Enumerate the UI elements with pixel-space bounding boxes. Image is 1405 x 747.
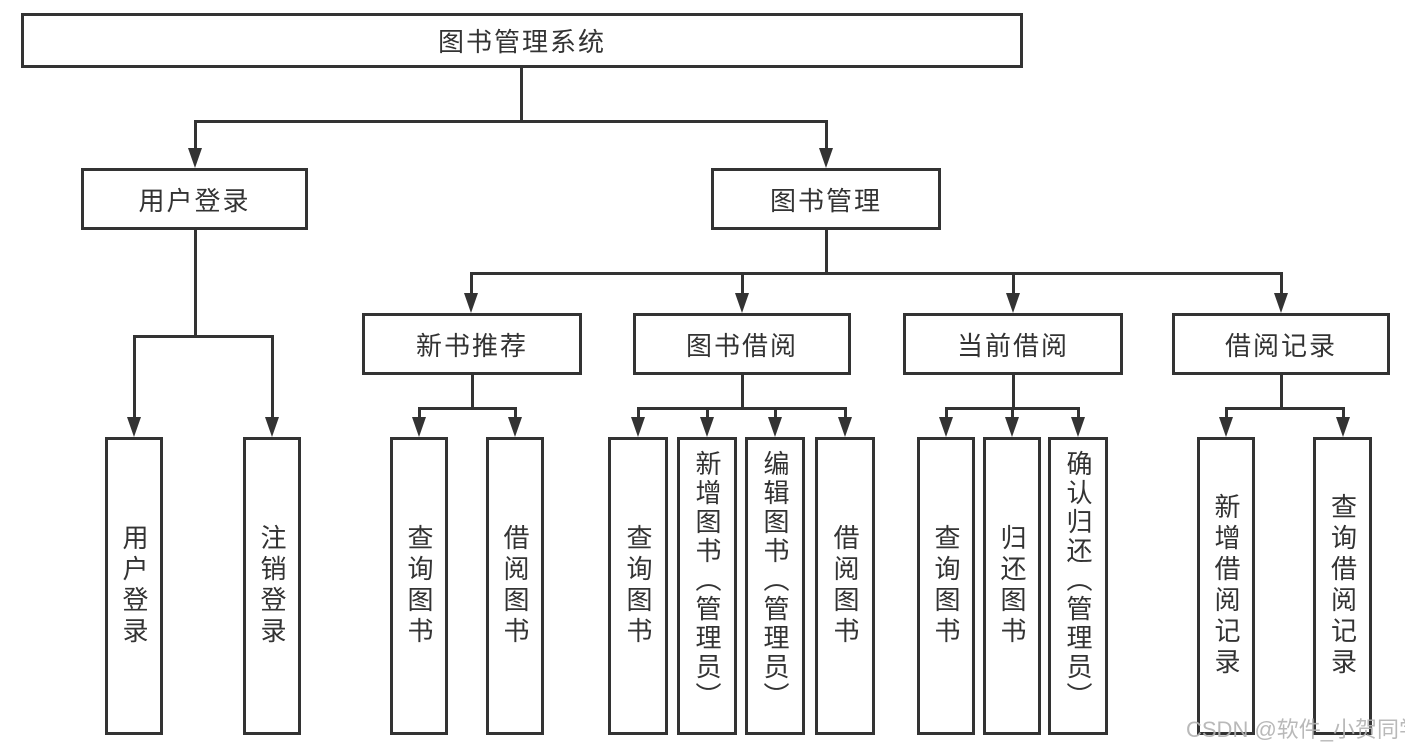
connector-current-borrow-drop-1 (945, 407, 948, 419)
connector-book-borrow-rail (637, 407, 847, 410)
leaf-newbook-query-books-label: 查询图书 (404, 524, 434, 648)
leaf-add-books-admin: 新增图书（管理员） (677, 437, 737, 735)
connector-borrow-records-drop-1 (1225, 407, 1228, 419)
node-user-login: 用户登录 (81, 168, 308, 230)
arrow-down-icon (1274, 293, 1288, 313)
connector-current-borrow-drop-3 (1077, 407, 1080, 419)
arrow-down-icon (768, 417, 782, 437)
node-current-borrow: 当前借阅 (903, 313, 1123, 375)
connector-current-borrow-drop-2 (1011, 407, 1014, 419)
leaf-borrow-query-books: 查询图书 (608, 437, 668, 735)
connector-root-stem (520, 68, 523, 120)
arrow-down-icon (819, 148, 833, 168)
connector-book-borrow-stem (741, 375, 744, 407)
leaf-borrow-borrow-books: 借阅图书 (815, 437, 875, 735)
leaf-query-borrow-record-label: 查询借阅记录 (1327, 493, 1358, 679)
arrow-down-icon (1071, 417, 1085, 437)
connector-root-rail (194, 120, 828, 123)
connector-borrow-records-rail (1225, 407, 1345, 410)
leaf-newbook-query-books: 查询图书 (390, 437, 448, 735)
arrow-down-icon (631, 417, 645, 437)
connector-book-mgmt-drop-1 (470, 272, 473, 295)
node-new-book-recommend: 新书推荐 (362, 313, 582, 375)
arrow-down-icon (412, 417, 426, 437)
connector-book-borrow-drop-3 (774, 407, 777, 419)
leaf-logout-label: 注销登录 (257, 524, 287, 648)
arrow-down-icon (1219, 417, 1233, 437)
arrow-down-icon (939, 417, 953, 437)
leaf-newbook-borrow-books: 借阅图书 (486, 437, 544, 735)
connector-user-login-drop-1 (133, 335, 136, 419)
node-book-management: 图书管理 (711, 168, 941, 230)
leaf-add-borrow-record-label: 新增借阅记录 (1211, 493, 1241, 679)
leaf-logout: 注销登录 (243, 437, 301, 735)
connector-book-mgmt-rail (470, 272, 1283, 275)
leaf-return-books: 归还图书 (983, 437, 1041, 735)
connector-root-left-drop (194, 120, 197, 150)
node-book-borrow-label: 图书借阅 (685, 330, 798, 361)
connector-book-mgmt-stem (825, 230, 828, 272)
leaf-user-login-label: 用户登录 (119, 524, 149, 648)
leaf-borrow-borrow-books-label: 借阅图书 (830, 524, 860, 648)
node-current-borrow-label: 当前借阅 (956, 330, 1069, 361)
leaf-return-books-label: 归还图书 (997, 524, 1027, 648)
connector-book-mgmt-drop-2 (741, 272, 744, 295)
node-borrow-records: 借阅记录 (1172, 313, 1390, 375)
connector-book-borrow-drop-1 (637, 407, 640, 419)
leaf-edit-books-admin-label: 编辑图书（管理员） (760, 450, 790, 711)
connector-root-right-drop (825, 120, 828, 150)
connector-new-book-drop-2 (514, 407, 517, 419)
connector-book-borrow-drop-4 (844, 407, 847, 419)
connector-book-mgmt-drop-4 (1280, 272, 1283, 295)
leaf-confirm-return-admin: 确认归还（管理员） (1048, 437, 1108, 735)
arrow-down-icon (127, 417, 141, 437)
leaf-borrow-query-books-label: 查询图书 (623, 524, 653, 648)
arrow-down-icon (1006, 293, 1020, 313)
leaf-current-query-books: 查询图书 (917, 437, 975, 735)
arrow-down-icon (188, 148, 202, 168)
node-borrow-records-label: 借阅记录 (1224, 330, 1337, 361)
connector-new-book-drop-1 (418, 407, 421, 419)
node-user-login-label: 用户登录 (138, 185, 251, 216)
leaf-confirm-return-admin-label: 确认归还（管理员） (1063, 450, 1093, 711)
connector-book-borrow-drop-2 (706, 407, 709, 419)
node-book-borrow: 图书借阅 (633, 313, 851, 375)
connector-book-mgmt-drop-3 (1012, 272, 1015, 295)
node-book-management-label: 图书管理 (769, 185, 882, 216)
leaf-user-login: 用户登录 (105, 437, 163, 735)
arrow-down-icon (464, 293, 478, 313)
arrow-down-icon (1005, 417, 1019, 437)
leaf-add-books-admin-label: 新增图书（管理员） (692, 450, 722, 711)
arrow-down-icon (838, 417, 852, 437)
connector-borrow-records-stem (1280, 375, 1283, 407)
arrow-down-icon (508, 417, 522, 437)
connector-borrow-records-drop-2 (1342, 407, 1345, 419)
node-library-system-label: 图书管理系统 (437, 27, 606, 57)
leaf-current-query-books-label: 查询图书 (931, 524, 961, 648)
connector-user-login-stem (194, 230, 197, 335)
arrow-down-icon (265, 417, 279, 437)
node-new-book-recommend-label: 新书推荐 (415, 330, 528, 361)
leaf-newbook-borrow-books-label: 借阅图书 (500, 524, 530, 648)
connector-current-borrow-stem (1012, 375, 1015, 407)
connector-new-book-stem (471, 375, 474, 407)
leaf-add-borrow-record: 新增借阅记录 (1197, 437, 1255, 735)
leaf-query-borrow-record: 查询借阅记录 (1313, 437, 1372, 735)
connector-user-login-drop-2 (271, 335, 274, 419)
arrow-down-icon (700, 417, 714, 437)
node-library-system: 图书管理系统 (21, 13, 1023, 68)
connector-user-login-rail (133, 335, 274, 338)
connector-new-book-rail (418, 407, 517, 410)
arrow-down-icon (1336, 417, 1350, 437)
arrow-down-icon (735, 293, 749, 313)
leaf-edit-books-admin: 编辑图书（管理员） (745, 437, 805, 735)
